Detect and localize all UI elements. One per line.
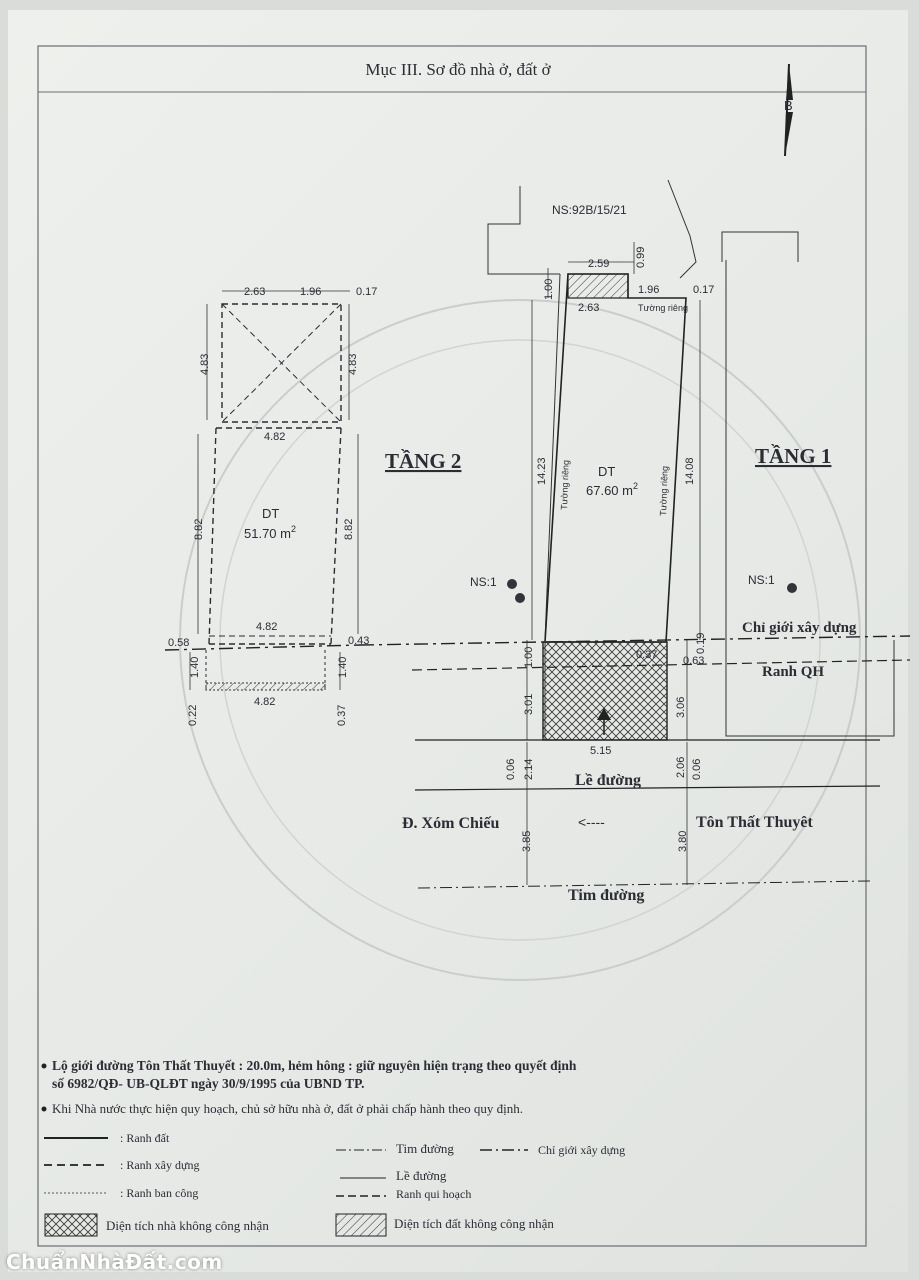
floor2-dim-top-c: 0.17: [356, 286, 377, 298]
floor2-title: TẦNG 2: [385, 449, 461, 473]
street-right-label: Tôn Thất Thuyêt: [696, 814, 813, 831]
north-arrow-icon: [784, 63, 793, 157]
legend-setback: Chỉ giới xây dựng: [538, 1143, 625, 1157]
floor2-dim-top-b: 1.96: [300, 286, 321, 298]
floor1-dim-top-a: 2.63: [578, 302, 599, 314]
centerline: [417, 880, 871, 889]
floor1-dim-top-c: 0.17: [693, 284, 714, 296]
floor2-dim-left-bal: 1.40: [189, 657, 201, 678]
floor2-dim-right-off: 0.43: [348, 635, 369, 647]
floor1-dim-front-right-c: 0.63: [683, 655, 704, 667]
floor1-dim-front-right-b: 0.19: [695, 633, 707, 654]
floor2-balcony: [205, 682, 326, 691]
floor1-dim-top-depth: 0.99: [635, 247, 647, 268]
house-unrecognized-front: [542, 641, 668, 741]
neighbor-back-label: NS:92B/15/21: [552, 203, 627, 217]
planning-line: [411, 659, 911, 671]
legend-balcony-boundary: : Ranh ban công: [120, 1186, 198, 1200]
watermark-text: ChuẩnNhàĐất.com: [6, 1250, 223, 1274]
neighbor-right-label: NS:1: [748, 573, 775, 587]
neighbor-left-label: NS:1: [470, 575, 497, 589]
legend-land-unrecognized: Diện tích đất không công nhận: [394, 1216, 554, 1231]
planning-label: Ranh QH: [762, 664, 824, 680]
floor1-wall-left: Tường riêng: [559, 460, 571, 510]
note-line-3: Khi Nhà nước thực hiện quy hoạch, chủ sở…: [52, 1101, 523, 1116]
floor1-dim-front-left-a: 1.00: [523, 647, 535, 668]
floor1-dim-road-right: 3.80: [677, 831, 689, 852]
document-sheet: [8, 10, 908, 1272]
floor1-dim-right-len: 14.08: [684, 457, 696, 485]
setback-label: Chỉ giới xây dựng: [742, 620, 857, 636]
floor1-dim-top-width: 2.59: [588, 258, 609, 270]
entrance-arrow-icon: [597, 708, 611, 720]
faint-stamp: [179, 299, 861, 981]
floor1-wall-right: Tường riêng: [658, 466, 670, 516]
floor1-title: TẦNG 1: [755, 444, 831, 468]
legend-planning: Ranh qui hoạch: [396, 1187, 471, 1201]
page-title: Mục III. Sơ đồ nhà ở, đất ở: [365, 60, 551, 79]
floor1-dim-sw-right-b: 0.06: [691, 759, 703, 780]
floor1-dim-front-right-a: 0.37: [636, 649, 657, 661]
floor2-dim-right-top: 4.83: [347, 354, 359, 375]
legend-build-boundary: : Ranh xây dựng: [120, 1158, 200, 1172]
floor1-dim-front-left-b: 3.01: [523, 694, 535, 715]
centerline-label: Tim đường: [568, 887, 644, 904]
floor2-dim-right-main: 8.82: [343, 519, 355, 540]
floor2-dim-top-a: 2.63: [244, 286, 265, 298]
floor1-dim-road-left: 3.85: [521, 831, 533, 852]
setback-line-left: [164, 644, 361, 651]
north-label: B: [784, 98, 793, 113]
street-left-label: Đ. Xóm Chiếu: [402, 815, 499, 832]
legend-sidewalk: Lề đường: [396, 1168, 447, 1183]
floor2-dim-bottom-width: 4.82: [254, 696, 275, 708]
floor2-dim-lower-width: 4.82: [256, 621, 277, 633]
floor2-area: 51.70 m2: [244, 524, 296, 541]
floor2-dim-right-bal: 1.40: [337, 657, 349, 678]
land-unrecognized-top: [567, 273, 629, 299]
floor2-dim-left-main: 8.82: [193, 519, 205, 540]
note-line-1: Lộ giới đường Tôn Thất Thuyết : 20.0m, h…: [52, 1058, 577, 1073]
setback-line: [359, 635, 911, 646]
legend: : Ranh đất : Ranh xây dựng : Ranh ban cô…: [44, 1131, 625, 1237]
floor1-dim-top-left-h: 1.00: [543, 279, 555, 300]
sidewalk-label: Lề đường: [575, 772, 641, 789]
legend-centerline: Tim đường: [396, 1141, 454, 1156]
note-line-2: số 6982/QĐ- UB-QLĐT ngày 30/9/1995 của U…: [52, 1076, 365, 1091]
floor1-dim-front-right-d: 3.06: [675, 697, 687, 718]
floor2-dim-mid-width: 4.82: [264, 431, 285, 443]
floor2-dim-left-bottom: 0.22: [187, 705, 199, 726]
floor2-dim-left-top: 4.83: [199, 354, 211, 375]
floor1-dim-top-b: 1.96: [638, 284, 659, 296]
floor2-plan: [205, 303, 342, 690]
floor1-dim-sw-left: 2.14: [523, 759, 535, 780]
floor1-plot: [544, 273, 687, 643]
floor2-dim-right-bottom: 0.37: [336, 705, 348, 726]
street-arrow-label: <----: [578, 814, 605, 830]
floor1-wall-top: Tường riêng: [638, 303, 688, 313]
page-frame: [37, 45, 867, 1247]
floor1-dim-front-width: 5.15: [590, 745, 611, 757]
floor2-dim-left-off: 0.58: [168, 637, 189, 649]
floor1-dim-left-len: 14.23: [536, 457, 548, 485]
floor2-dt-label: DT: [262, 506, 279, 521]
floor1-dim-sw-left-b: 0.06: [505, 759, 517, 780]
floor1-dim-sw-right: 2.06: [675, 757, 687, 778]
legend-house-unrecognized: Diện tích nhà không công nhận: [106, 1218, 269, 1233]
floor1-area: 67.60 m2: [586, 481, 638, 498]
legend-land-boundary: : Ranh đất: [120, 1131, 170, 1145]
floor1-dt-label: DT: [598, 464, 615, 479]
sidewalk-line-2: [414, 785, 881, 791]
